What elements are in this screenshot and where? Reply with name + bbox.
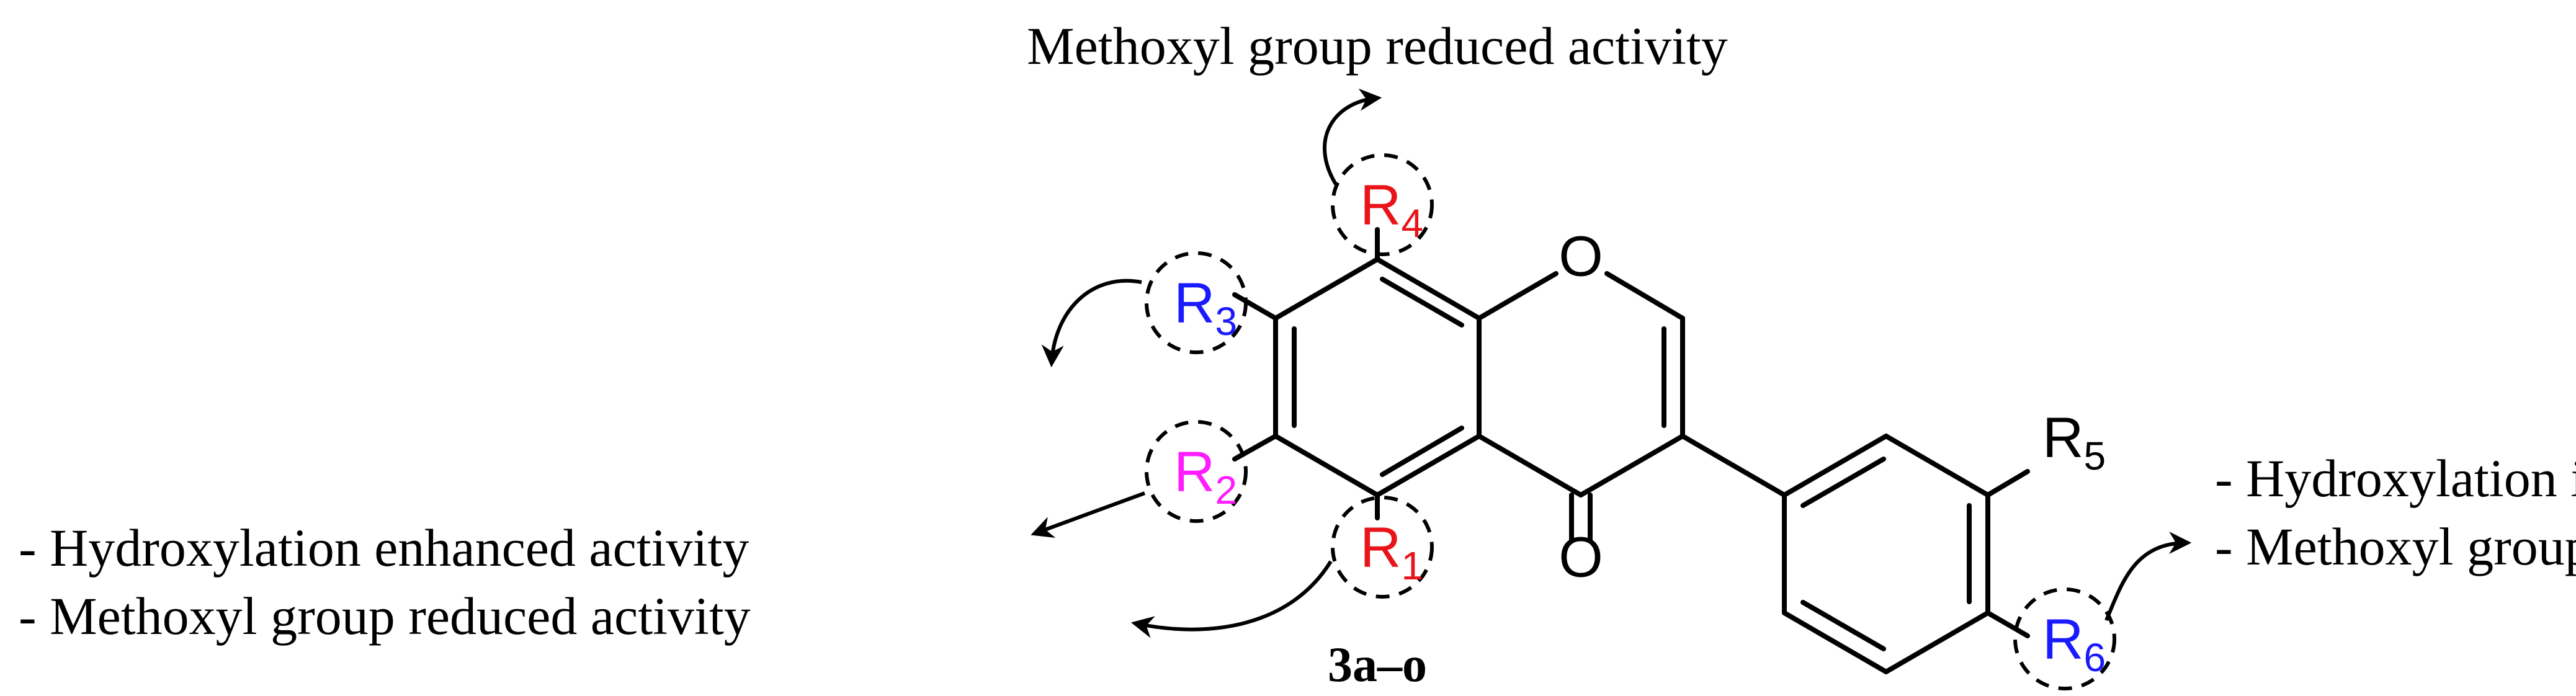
substituent-r1: R1 xyxy=(1331,496,1434,599)
double-bond-c8-c8a-inner xyxy=(1380,277,1464,328)
arrow-r3 xyxy=(1041,279,1142,368)
bond-ph-2-3 xyxy=(1884,434,1990,497)
arrow-r6 xyxy=(2104,532,2192,622)
atom-labels: OO xyxy=(1559,225,1603,589)
left-note-1: - Hydroxylation enhanced activity xyxy=(19,518,749,578)
substituent-r2: R2 xyxy=(1145,420,1248,523)
bond-p4-r6 xyxy=(1985,610,2030,638)
dashed-circle-r1 xyxy=(1331,496,1434,599)
dashed-circle-r4 xyxy=(1331,153,1434,256)
ring-oxygen-label: O xyxy=(1559,225,1603,288)
compound-label: 3a–o xyxy=(1328,638,1427,692)
dashed-circle-r6 xyxy=(2013,587,2116,690)
bond-c7-r3 xyxy=(1232,292,1278,321)
bond-o1-c2 xyxy=(1604,271,1685,321)
right-note-1: - Hydroxylation increased activity xyxy=(2215,448,2576,508)
arrow-r2 xyxy=(1031,491,1146,538)
r1-label: R1 xyxy=(1360,516,1423,588)
bond-c4a-c5 xyxy=(1375,434,1482,497)
r5-label: R5 xyxy=(2042,406,2106,478)
bond-c8-c8a xyxy=(1375,257,1482,321)
bond-c5-c6 xyxy=(1273,434,1380,497)
bond-ph-1-2 xyxy=(1782,434,1889,497)
arrow-r4 xyxy=(1323,88,1382,187)
substituent-r5: R5 xyxy=(2042,406,2106,478)
bond-c3-c4 xyxy=(1578,434,1685,497)
substituent-r6: R6 xyxy=(2013,587,2116,690)
left-note-2: - Methoxyl group reduced activity xyxy=(19,586,751,646)
double-bond-ph-56-inner xyxy=(1800,600,1886,651)
bond-c7-c8 xyxy=(1273,257,1380,321)
bond-ph-5-6 xyxy=(1782,610,1889,674)
sar-arrows xyxy=(1031,88,2192,638)
r4-label: R4 xyxy=(1360,174,1423,246)
sar-annotations: Methoxyl group reduced activity - Hydroxy… xyxy=(19,16,2576,692)
bond-c8a-o1 xyxy=(1477,271,1559,321)
substituent-r3: R3 xyxy=(1145,251,1248,354)
bond-ph-4-5 xyxy=(1884,610,1990,674)
double-bond-ph-12-inner xyxy=(1800,457,1886,508)
r4-note: Methoxyl group reduced activity xyxy=(1027,16,1728,76)
arrow-r1 xyxy=(1130,560,1333,638)
dashed-circle-r2 xyxy=(1145,420,1248,523)
r2-label: R2 xyxy=(1174,440,1237,512)
right-note-2: - Methoxyl group decreased activity xyxy=(2215,517,2576,576)
molecule-bonds xyxy=(1232,227,2030,674)
r3-label: R3 xyxy=(1174,272,1237,344)
carbonyl-oxygen-label: O xyxy=(1559,525,1603,589)
bond-c4-c4a xyxy=(1477,434,1583,497)
substituent-r4: R4 xyxy=(1331,153,1434,256)
dashed-circle-r3 xyxy=(1145,251,1248,354)
double-bond-c4a-c5-inner xyxy=(1380,426,1464,477)
bond-p3-r5 xyxy=(1985,469,2030,497)
bond-c3-c1prime xyxy=(1680,434,1787,497)
r6-label: R6 xyxy=(2042,608,2106,680)
